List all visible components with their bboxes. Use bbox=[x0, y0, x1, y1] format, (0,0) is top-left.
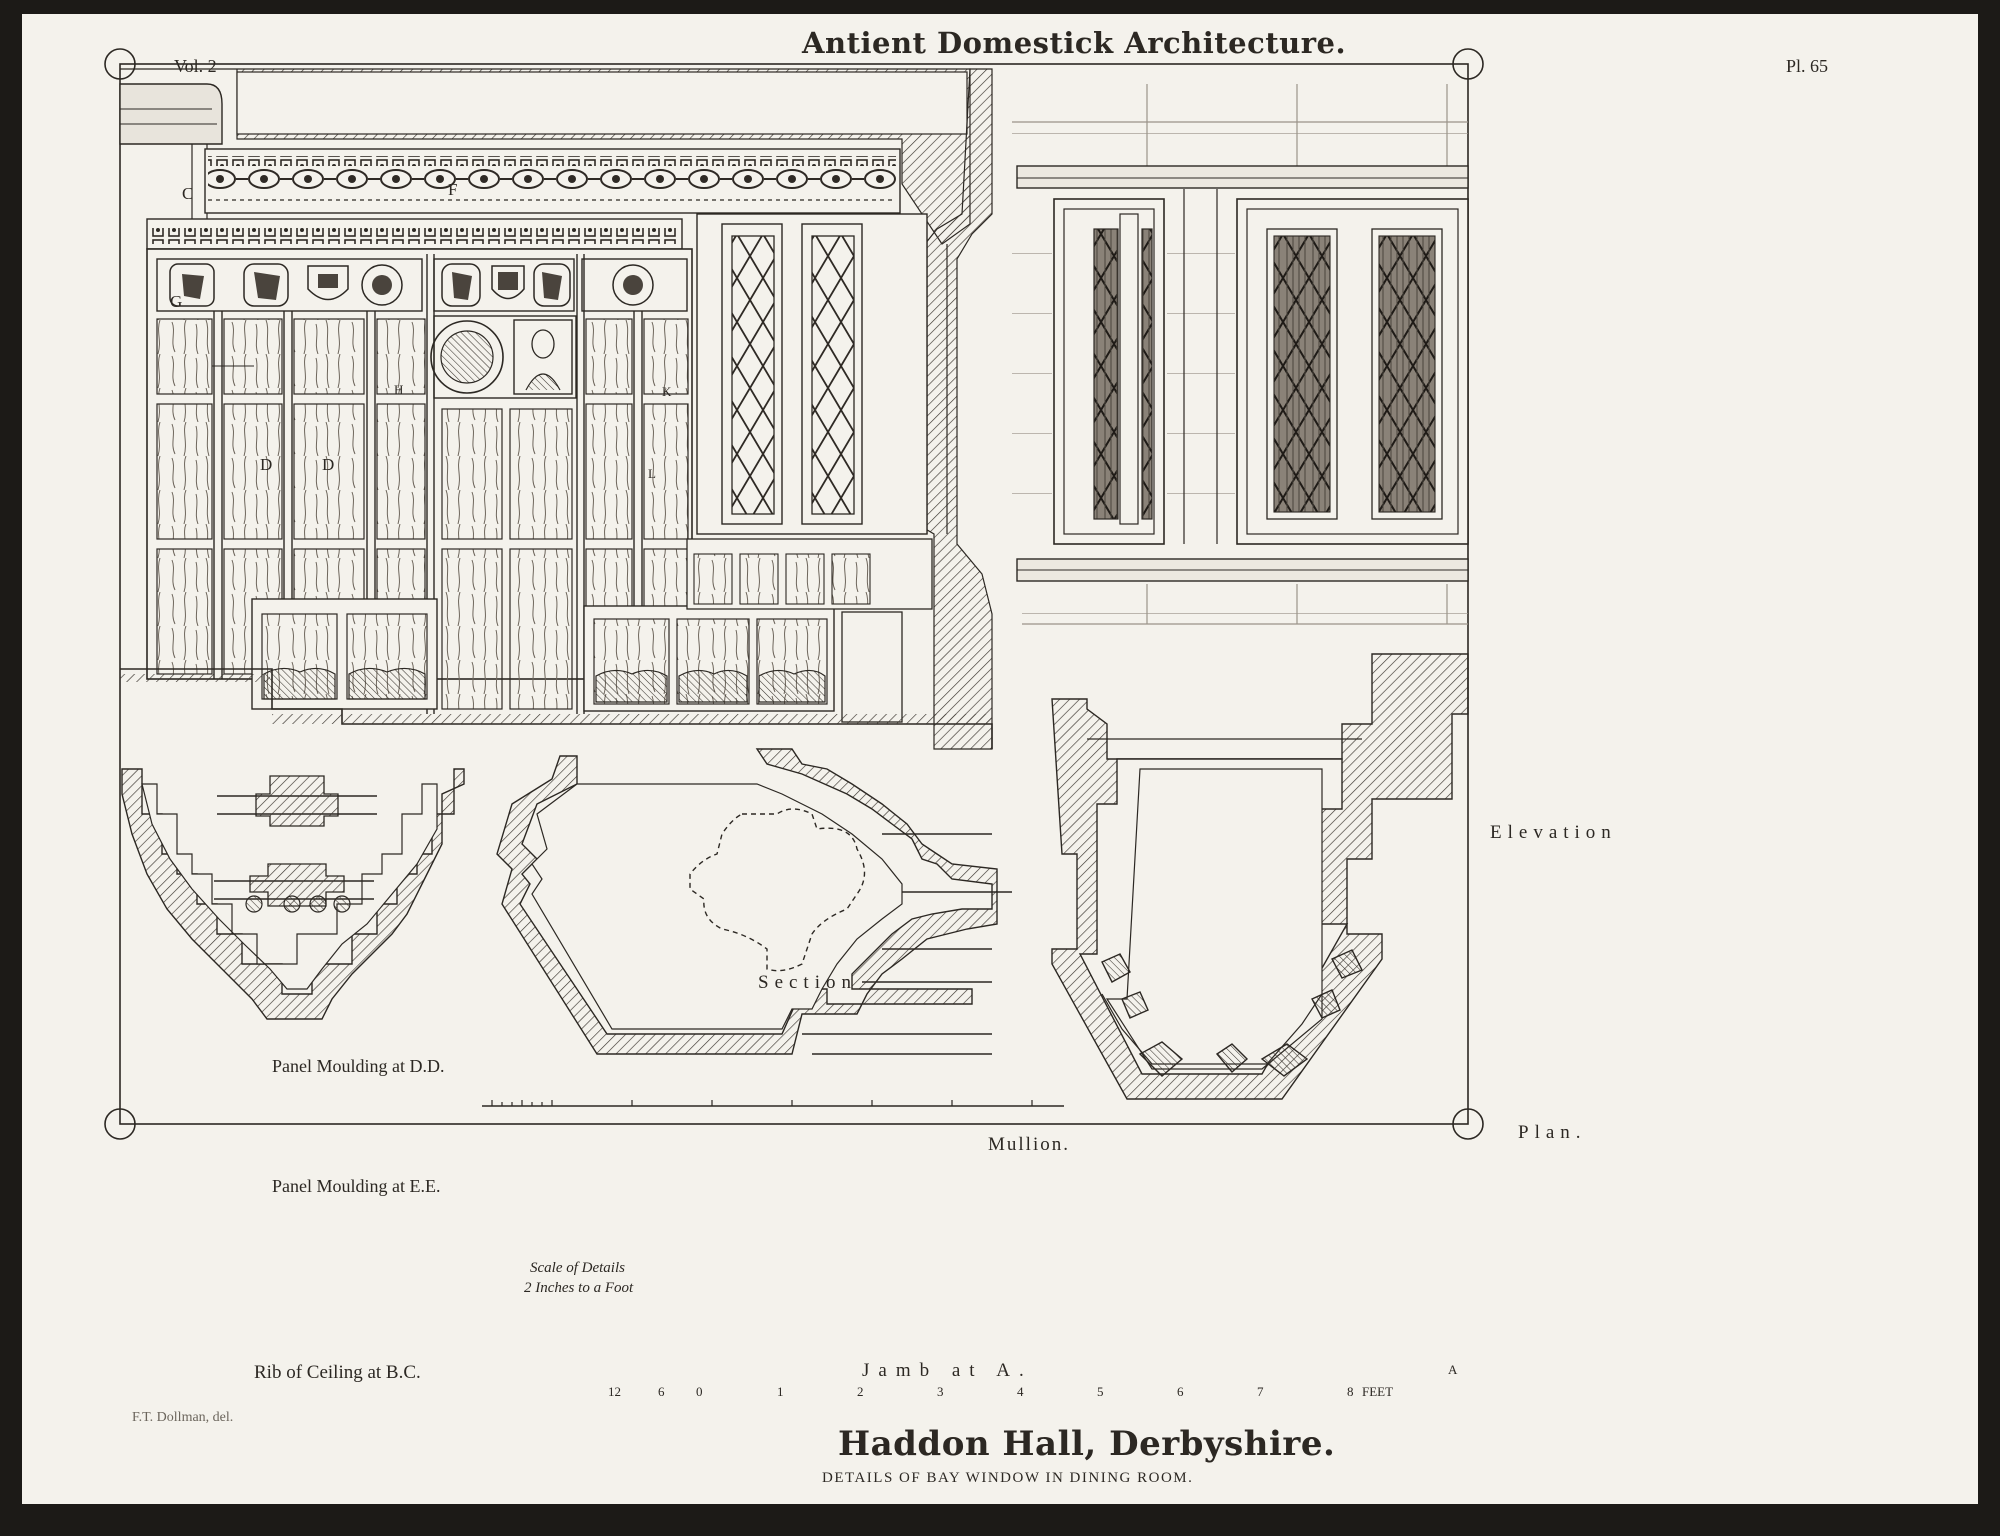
plate-number: Pl. 65 bbox=[1786, 56, 1829, 76]
scale-tick-4: 4 bbox=[1017, 1384, 1024, 1399]
scale-tick-2: 2 bbox=[857, 1384, 864, 1399]
marker-f: F bbox=[448, 180, 458, 199]
marker-a: A bbox=[1448, 1362, 1458, 1377]
plate-title: Haddon Hall, Derbyshire. bbox=[838, 1424, 1336, 1464]
scale-tick-8: 8 bbox=[1347, 1384, 1354, 1399]
jamb-label: Jamb at A. bbox=[862, 1360, 1033, 1381]
scale-unit: FEET bbox=[1362, 1384, 1394, 1399]
scale-tick-5: 5 bbox=[1097, 1384, 1104, 1399]
panel-moulding-ee-label: Panel Moulding at E.E. bbox=[272, 1176, 441, 1196]
elevation-label: Elevation bbox=[1490, 822, 1617, 843]
scale-tick-1: 1 bbox=[777, 1384, 784, 1399]
scale-tick-6b: 6 bbox=[1177, 1384, 1184, 1399]
marker-g: G bbox=[170, 292, 183, 311]
plan-label: Plan. bbox=[1518, 1122, 1587, 1143]
plate-header: Antient Domestick Architecture. bbox=[802, 26, 1347, 60]
panel-moulding-dd-label: Panel Moulding at D.D. bbox=[272, 1056, 445, 1076]
marker-k: K bbox=[662, 384, 672, 399]
scale-tick-7: 7 bbox=[1257, 1384, 1264, 1399]
plate-subtitle: DETAILS OF BAY WINDOW IN DINING ROOM. bbox=[822, 1470, 1194, 1486]
marker-d-right: D bbox=[322, 455, 335, 474]
architectural-drawing bbox=[104, 48, 1484, 1140]
engraving-plate: Antient Domestick Architecture. Vol. 2 P… bbox=[22, 14, 1978, 1504]
scale-note-line2: 2 Inches to a Foot bbox=[524, 1280, 634, 1296]
scale-tick-12: 12 bbox=[608, 1384, 621, 1399]
draughtsman-credit: F.T. Dollman, del. bbox=[132, 1410, 234, 1425]
marker-h: H bbox=[394, 382, 404, 397]
scale-note-line1: Scale of Details bbox=[530, 1260, 625, 1276]
marker-l: L bbox=[648, 466, 656, 481]
scale-tick-6: 6 bbox=[658, 1384, 665, 1399]
marker-d-left: D bbox=[260, 455, 273, 474]
rib-label: Rib of Ceiling at B.C. bbox=[254, 1362, 421, 1383]
scale-tick-0: 0 bbox=[696, 1384, 703, 1399]
section-label: Section bbox=[758, 972, 857, 993]
volume-label: Vol. 2 bbox=[174, 56, 217, 76]
mullion-label: Mullion. bbox=[988, 1134, 1070, 1155]
marker-c: C bbox=[182, 184, 194, 203]
scale-tick-3: 3 bbox=[937, 1384, 944, 1399]
